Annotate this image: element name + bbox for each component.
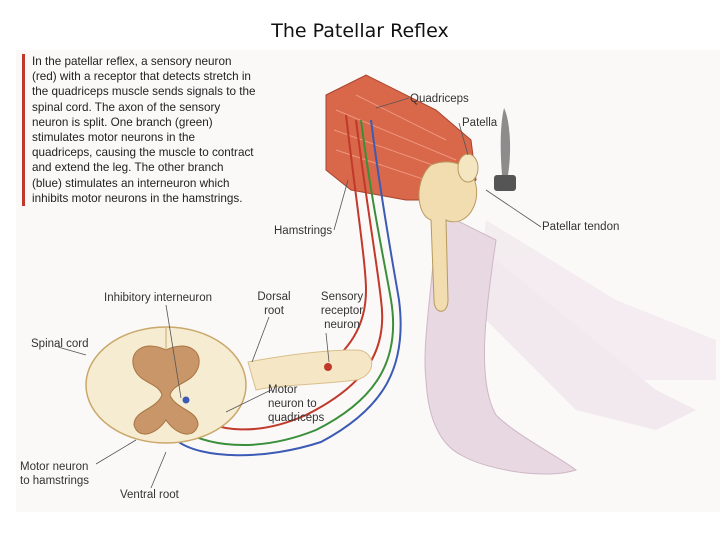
label-sensory-receptor-line-1: Sensory — [320, 291, 364, 303]
label-dorsal-root-line-1: Dorsal — [257, 291, 291, 303]
label-sensory-receptor-line-3: neuron — [324, 319, 360, 331]
diagram-artwork — [57, 74, 716, 489]
label-motor-quadriceps-line-2: neuron to — [268, 398, 317, 410]
label-ventral-root: Ventral root — [120, 489, 179, 501]
nerve-sheath — [247, 349, 373, 391]
spinal-cord-section — [85, 326, 247, 444]
label-motor-neuron-hamstrings: Motor neuron to hamstrings — [20, 460, 89, 488]
patella-bone — [457, 153, 479, 183]
extended-leg-ghost — [476, 220, 716, 430]
interneuron-cell-body — [182, 396, 190, 404]
label-patella: Patella — [462, 117, 498, 129]
label-spinal-cord: Spinal cord — [31, 338, 89, 350]
slide-title: The Patellar Reflex — [271, 20, 449, 42]
leader-lines — [57, 97, 542, 489]
patellar-reflex-diagram: In the patellar reflex, a sensory neuron… — [16, 50, 720, 512]
label-motor-hamstrings-line-2: to hamstrings — [20, 475, 90, 487]
nerve-pathways — [175, 114, 402, 457]
label-motor-quadriceps-line-3: quadriceps — [268, 412, 325, 424]
label-sensory-receptor-neuron: Sensory receptor neuron — [314, 290, 370, 332]
sensory-cell-body — [324, 363, 332, 371]
label-sensory-receptor-line-2: receptor — [320, 305, 364, 317]
label-dorsal-root-line-2: root — [264, 305, 284, 317]
label-hamstrings: Hamstrings — [274, 225, 333, 237]
label-inhibitory-interneuron: Inhibitory interneuron — [104, 292, 213, 304]
lower-leg — [424, 209, 578, 475]
label-quadriceps: Quadriceps — [410, 93, 469, 105]
label-patellar-tendon: Patellar tendon — [542, 221, 620, 233]
label-motor-hamstrings-line-1: Motor neuron — [20, 461, 89, 473]
figure-caption: In the patellar reflex, a sensory neuron… — [22, 54, 256, 207]
reflex-hammer — [494, 108, 516, 191]
label-dorsal-root: Dorsal root — [252, 290, 296, 318]
label-motor-neuron-quadriceps: Motor neuron to quadriceps — [268, 383, 324, 425]
label-motor-quadriceps-line-1: Motor — [268, 384, 298, 396]
